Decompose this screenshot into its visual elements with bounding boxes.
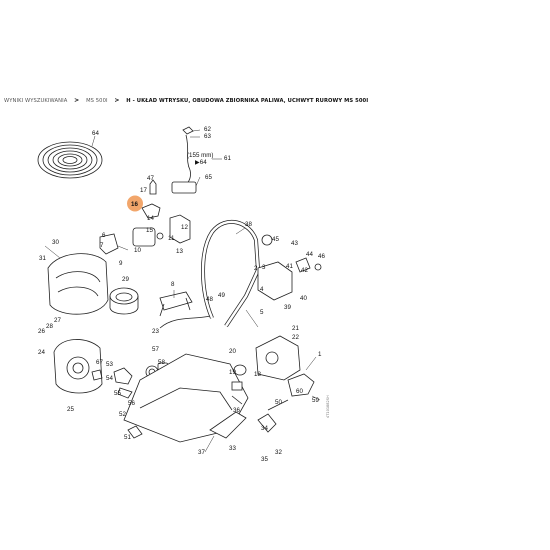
part-number-32[interactable]: 32 (275, 449, 282, 456)
part-number-45[interactable]: 45 (272, 236, 279, 243)
fuel-tank-housing-drawing (123, 353, 249, 443)
part-number-27[interactable]: 27 (54, 317, 61, 324)
part-number-21[interactable]: 21 (292, 325, 299, 332)
part-number-26[interactable]: 26 (38, 328, 45, 335)
breadcrumb: Wyniki wyszukiwania > MS 500i > H - Ukła… (4, 97, 548, 109)
part-number-15[interactable]: 15 (146, 227, 153, 234)
part-number-48[interactable]: 48 (206, 296, 213, 303)
part-number-7[interactable]: 7 (100, 242, 104, 249)
part-number-55[interactable]: 55 (114, 390, 121, 397)
breadcrumb-link-model[interactable]: MS 500i (86, 97, 108, 104)
handlebar-drawing (201, 220, 261, 328)
part-number-33[interactable]: 33 (229, 445, 236, 452)
part-number-4[interactable]: 4 (260, 286, 264, 293)
part-number-52[interactable]: 52 (119, 411, 126, 418)
part-number-49[interactable]: 49 (218, 292, 225, 299)
part-number-13[interactable]: 13 (176, 248, 183, 255)
part-number-3[interactable]: 3 (262, 264, 266, 271)
fan-housing-drawing (53, 339, 103, 394)
part-number-17[interactable]: 17 (140, 187, 147, 194)
part-number-65[interactable]: 65 (205, 174, 212, 181)
part-number-10[interactable]: 10 (134, 247, 141, 254)
part-number-38[interactable]: 38 (245, 221, 252, 228)
part-number-5[interactable]: 5 (260, 309, 264, 316)
part-number-44[interactable]: 44 (306, 251, 313, 258)
part-number-46[interactable]: 46 (318, 253, 325, 260)
part-number-2[interactable]: 2 (254, 265, 258, 272)
leader-lines (44, 129, 321, 453)
part-number-36[interactable]: 36 (233, 407, 240, 414)
part-number-16[interactable]: 16 (131, 201, 138, 208)
coiled-hose-drawing (37, 141, 103, 179)
dimension-length-label: (155 mm) (187, 152, 213, 159)
exploded-parts-diagram: (155 mm) ▶64 646263616517471614151211101… (37, 126, 325, 463)
part-number-64[interactable]: 64 (92, 130, 99, 137)
part-number-50[interactable]: 50 (275, 399, 282, 406)
part-number-58[interactable]: 58 (158, 359, 165, 366)
drawing-code: 4T101882SH (326, 395, 330, 418)
dimension-ref-label: ▶64 (195, 159, 207, 166)
throttle-trigger-drawing (209, 411, 247, 439)
part-number-31[interactable]: 31 (39, 255, 46, 262)
part-number-14[interactable]: 14 (147, 215, 154, 222)
part-number-40[interactable]: 40 (300, 295, 307, 302)
air-filter-cover-drawing (47, 253, 109, 315)
breadcrumb-current-page: H - Układ wtrysku, obudowa zbiornika pal… (126, 97, 369, 104)
part-number-54[interactable]: 54 (106, 375, 113, 382)
part-number-12[interactable]: 12 (181, 224, 188, 231)
part-number-56[interactable]: 56 (128, 400, 135, 407)
breadcrumb-link-search-results[interactable]: Wyniki wyszukiwania (4, 97, 68, 104)
part-number-37[interactable]: 37 (198, 449, 205, 456)
part-number-60[interactable]: 60 (296, 388, 303, 395)
part-number-18[interactable]: 18 (254, 371, 261, 378)
dimension-annotation: (155 mm) ▶64 (187, 152, 213, 166)
vibration-mount-drawing (257, 234, 322, 301)
part-number-39[interactable]: 39 (284, 304, 291, 311)
part-number-47[interactable]: 47 (147, 175, 154, 182)
part-number-62[interactable]: 62 (204, 126, 211, 133)
part-number-35[interactable]: 35 (261, 456, 268, 463)
part-number-41[interactable]: 41 (286, 263, 293, 270)
part-number-6[interactable]: 6 (102, 232, 106, 239)
part-number-53[interactable]: 53 (106, 361, 113, 368)
part-drawings (37, 126, 322, 443)
part-number-23[interactable]: 23 (152, 328, 159, 335)
part-number-1[interactable]: 1 (318, 351, 322, 358)
part-number-29[interactable]: 29 (122, 276, 129, 283)
wiring-harness-drawing (171, 126, 197, 194)
part-number-19[interactable]: 19 (229, 369, 236, 376)
part-number-28[interactable]: 28 (46, 323, 53, 330)
part-number-67[interactable]: 67 (96, 359, 103, 366)
part-number-9[interactable]: 9 (119, 260, 123, 267)
part-number-8[interactable]: 8 (171, 281, 175, 288)
part-number-24[interactable]: 24 (38, 349, 45, 356)
breadcrumb-separator: > (74, 97, 80, 104)
part-number-59[interactable]: 59 (312, 397, 319, 404)
part-number-30[interactable]: 30 (52, 239, 59, 246)
part-number-43[interactable]: 43 (291, 240, 298, 247)
breadcrumb-separator: > (114, 97, 120, 104)
part-number-63[interactable]: 63 (204, 133, 211, 140)
part-number-25[interactable]: 25 (67, 406, 74, 413)
part-number-61[interactable]: 61 (224, 155, 231, 162)
carburetor-body-drawing (255, 335, 301, 381)
air-filter-drawing (109, 287, 139, 315)
part-number-51[interactable]: 51 (124, 434, 131, 441)
part-number-34[interactable]: 34 (261, 425, 268, 432)
part-number-22[interactable]: 22 (292, 334, 299, 341)
part-number-11[interactable]: 11 (168, 235, 175, 242)
highlighted-part-marker (127, 195, 143, 212)
part-number-42[interactable]: 42 (301, 267, 308, 274)
part-number-20[interactable]: 20 (229, 348, 236, 355)
part-number-57[interactable]: 57 (152, 346, 159, 353)
carb-assembly-drawing (132, 214, 191, 247)
